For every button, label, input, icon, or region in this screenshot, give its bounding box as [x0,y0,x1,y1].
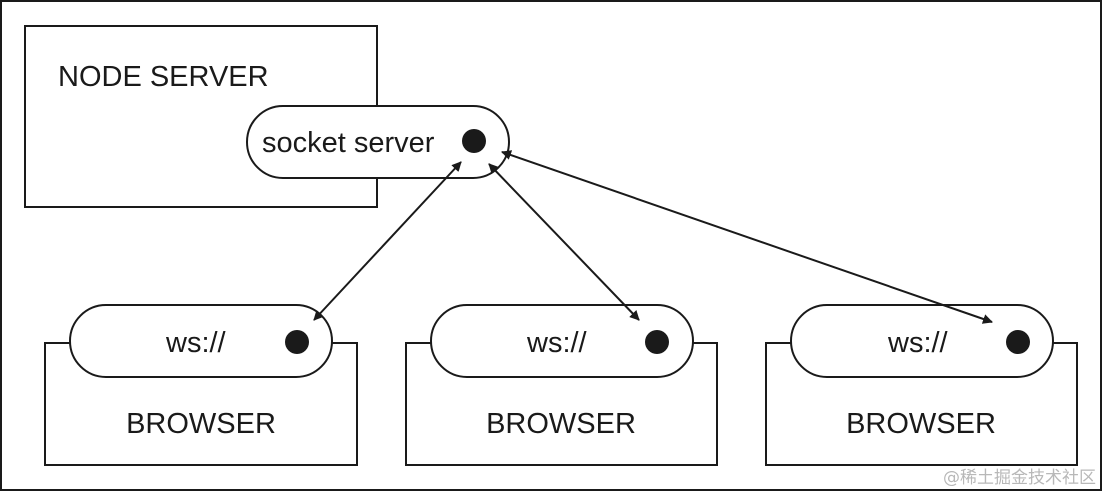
ws-dot [645,330,669,354]
browser-3: ws:// BROWSER [765,304,1078,466]
ws-label: ws:// [165,327,227,359]
browser-label: BROWSER [486,408,636,440]
ws-dot [285,330,309,354]
ws-connection-pill [69,304,333,378]
node-server: NODE SERVER [24,25,378,208]
browser-2: ws:// BROWSER [405,304,718,466]
node-server-title: NODE SERVER [58,61,269,93]
browser-label: BROWSER [846,408,996,440]
ws-label: ws:// [887,327,949,359]
socket-server-label: socket server [262,127,435,159]
socket-server-dot [462,129,486,153]
connection-arrow-browser-3 [501,150,993,324]
ws-label: ws:// [526,327,588,359]
browser-label: BROWSER [126,408,276,440]
browser-1: ws:// BROWSER [44,304,358,466]
connection-arrow-browser-1 [313,161,462,321]
socket-server: socket server [246,105,510,179]
ws-dot [1006,330,1030,354]
watermark-text: @稀土掘金技术社区 [943,468,1096,488]
